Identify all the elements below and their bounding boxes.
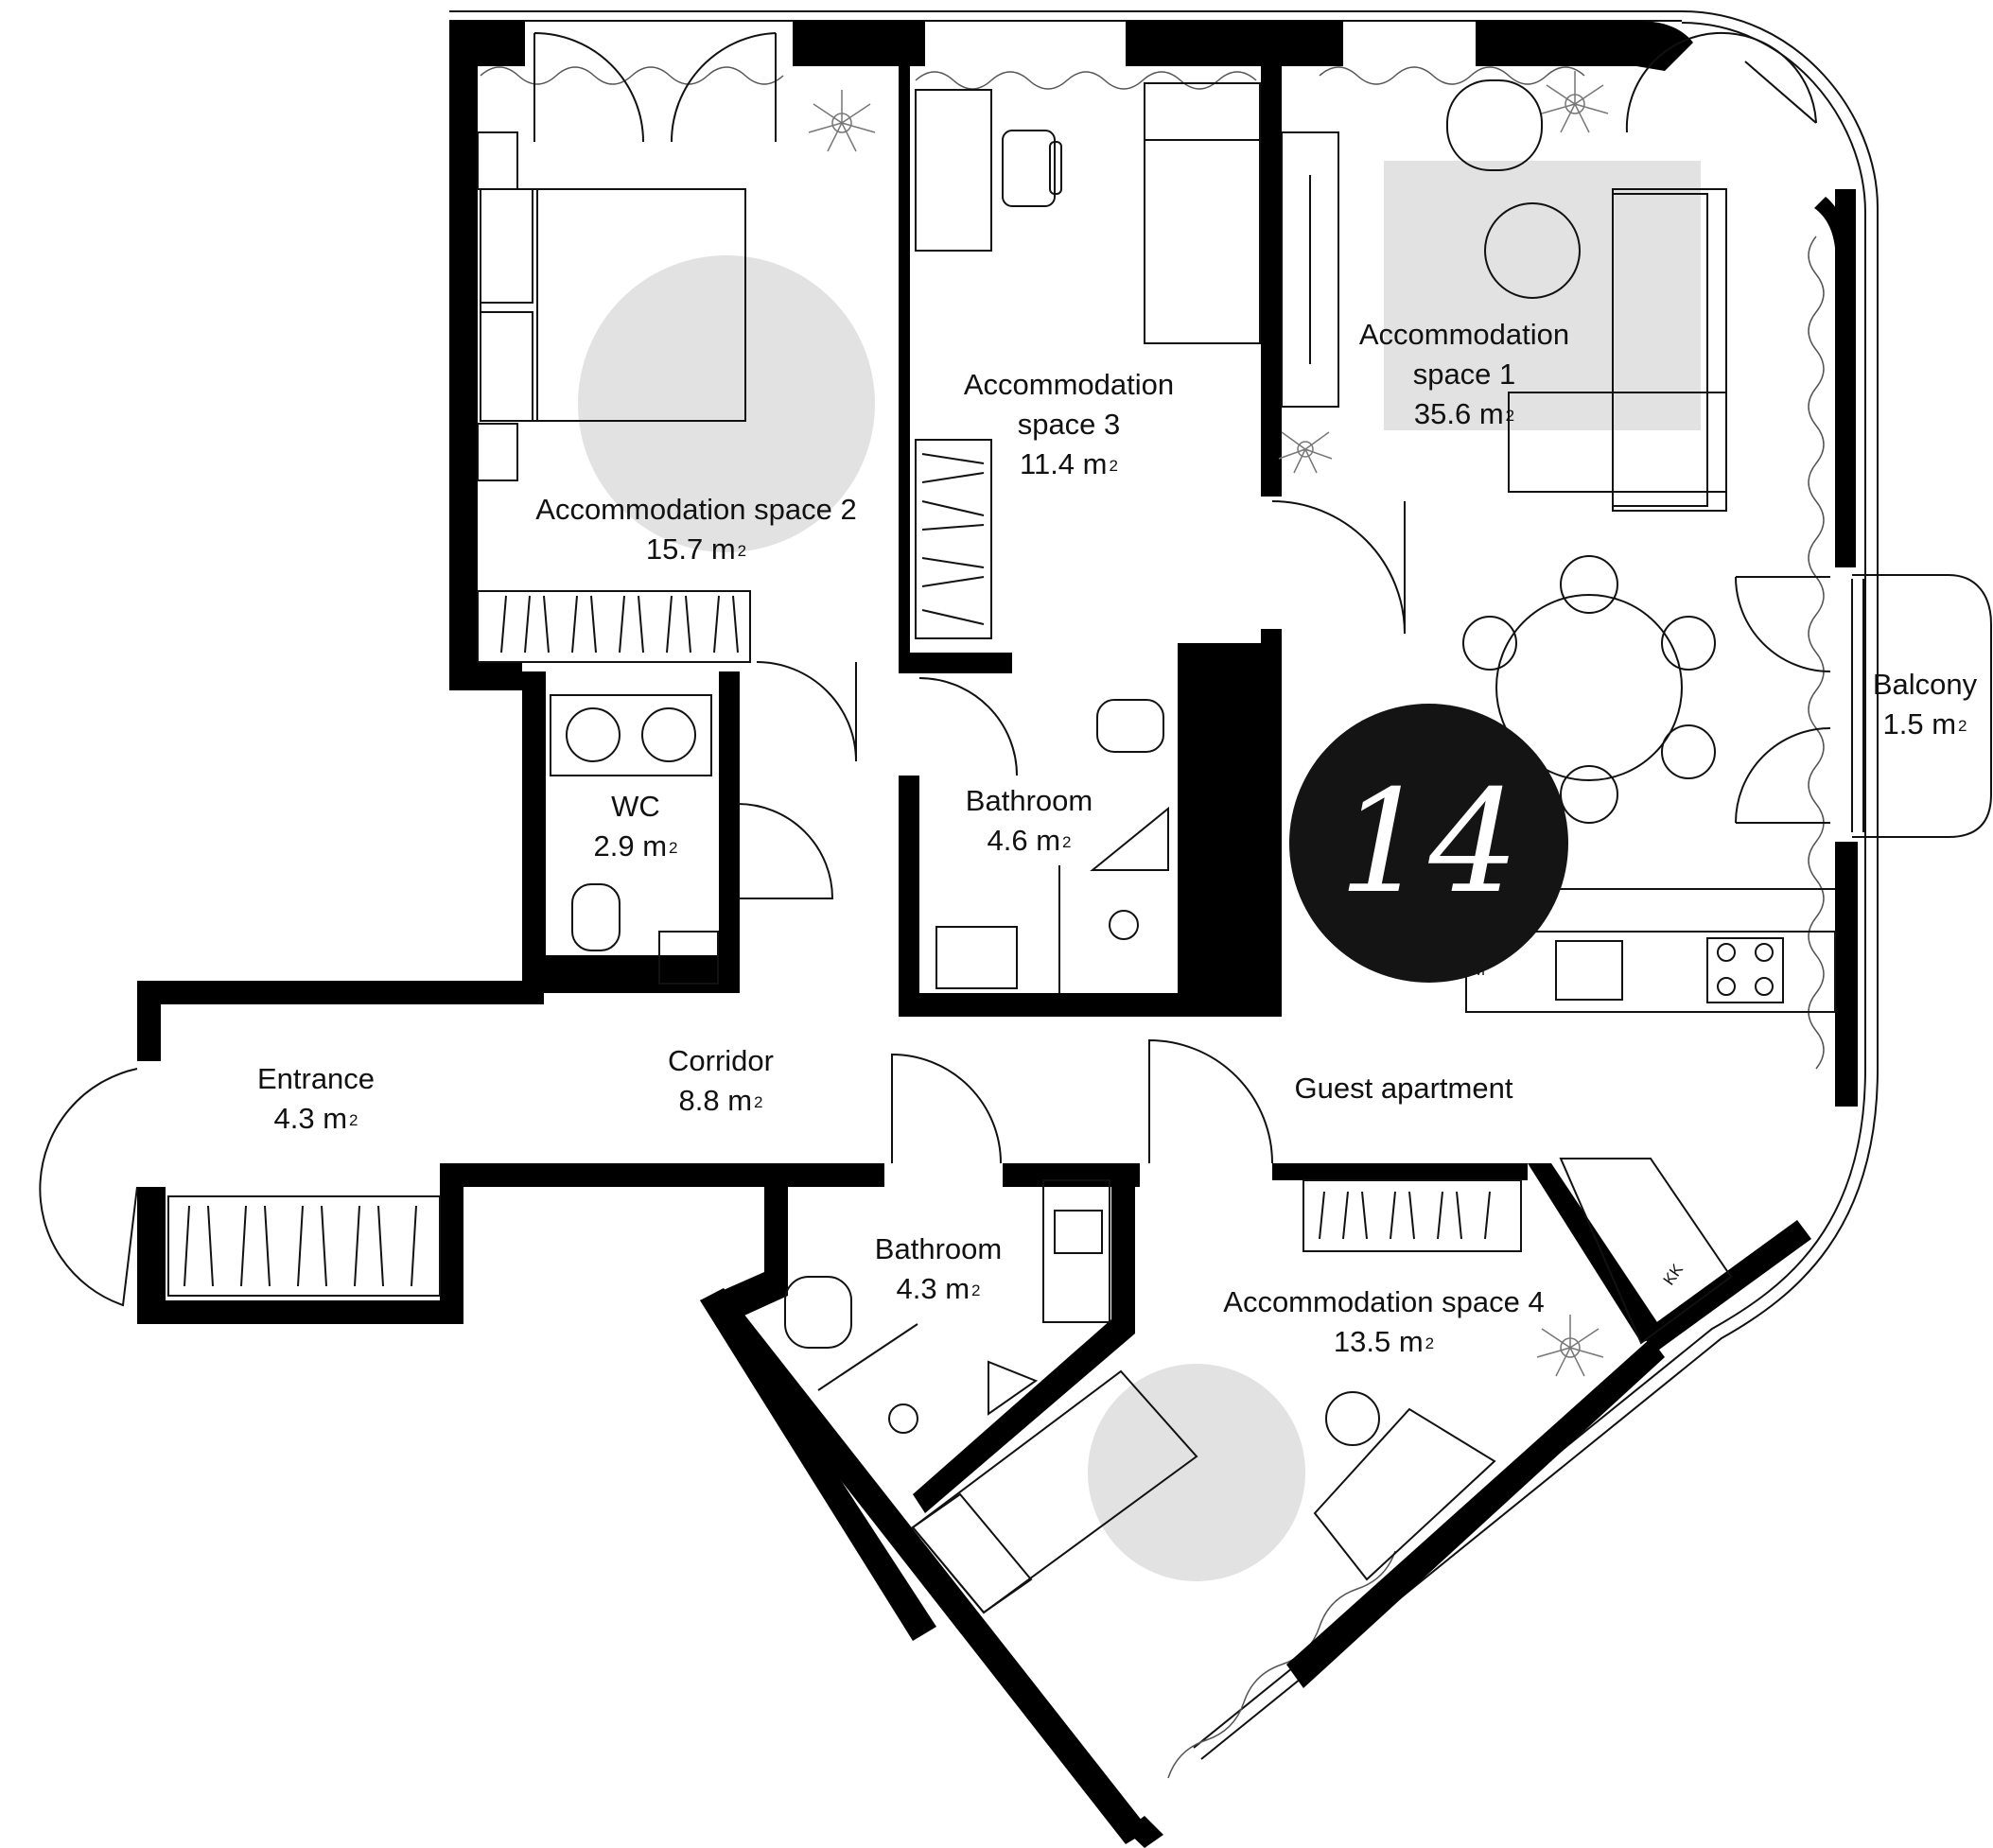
furniture [39, 31, 1836, 1614]
apartment-label-text: Guest apartment [1294, 1072, 1513, 1105]
bath2-name: Bathroom [874, 1232, 1003, 1265]
curtains [480, 66, 1825, 1779]
walls [137, 21, 1858, 1848]
rugs [578, 161, 1701, 1581]
space3-name-line1: Accommodation [963, 368, 1175, 401]
space4-name: Accommodation space 4 [1223, 1285, 1545, 1318]
space3-name-line2: space 3 [1017, 408, 1121, 441]
space1-name-line1: Accommodation [1358, 318, 1570, 351]
entrance-name: Entrance [256, 1062, 376, 1095]
balcony-name: Balcony [1872, 668, 1978, 701]
wc-name: WC [611, 790, 660, 823]
plants [808, 71, 1609, 1377]
glazing-lines [449, 10, 1992, 1760]
bath1-name: Bathroom [965, 784, 1093, 817]
apartment-label: Guest apartment [1295, 1069, 1513, 1108]
apartment-number-badge: 14 [1289, 704, 1568, 983]
corridor-name: Corridor [668, 1044, 774, 1077]
space1-name-line2: space 1 [1412, 357, 1516, 391]
space2-name: Accommodation space 2 [535, 493, 857, 526]
